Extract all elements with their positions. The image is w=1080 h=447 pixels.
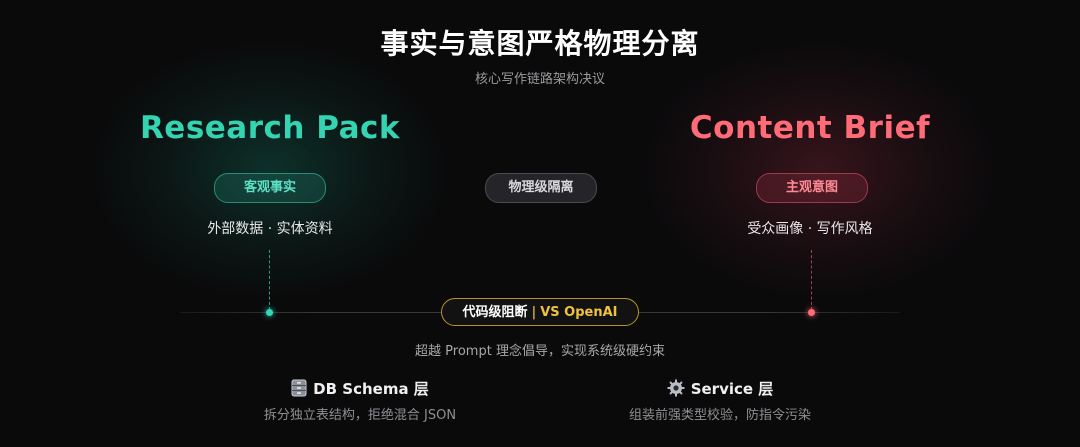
objective-facts-pill: 客观事实 xyxy=(214,173,326,203)
db-schema-layer-description: 拆分独立表结构，拒绝混合 JSON xyxy=(263,408,457,423)
code-block-badge: 代码级阻断|VS OpenAI xyxy=(441,298,639,326)
left-connector xyxy=(269,250,270,310)
page-subtitle: 核心写作链路架构决议 xyxy=(474,72,605,87)
gear-icon xyxy=(667,379,685,397)
subjective-intent-pill: 主观意图 xyxy=(756,173,868,203)
service-layer-description: 组装前强类型校验，防指令污染 xyxy=(628,408,811,423)
badge-label: 代码级阻断 xyxy=(462,305,528,320)
badge-comparison: VS OpenAI xyxy=(540,305,618,320)
caption: 超越 Prompt 理念倡导，实现系统级硬约束 xyxy=(415,344,665,359)
research-pack-heading: Research Pack xyxy=(139,110,401,146)
right-node-dot xyxy=(808,309,815,316)
page-title: 事实与意图严格物理分离 xyxy=(380,27,700,60)
content-brief-heading: Content Brief xyxy=(689,110,931,146)
service-layer-label: Service 层 xyxy=(690,380,774,398)
content-brief-description: 受众画像 · 写作风格 xyxy=(747,221,873,237)
right-glow xyxy=(640,40,1000,300)
db-schema-layer-label: DB Schema 层 xyxy=(313,380,429,398)
db-schema-layer-title: DB Schema 层 xyxy=(230,378,490,399)
service-layer-title: Service 层 xyxy=(590,378,850,399)
left-glow xyxy=(90,40,450,300)
research-pack-description: 外部数据 · 实体资料 xyxy=(207,221,333,237)
badge-separator: | xyxy=(531,305,537,320)
physical-isolation-pill: 物理级隔离 xyxy=(485,173,597,203)
left-node-dot xyxy=(266,309,273,316)
right-connector xyxy=(811,250,812,310)
file-cabinet-icon xyxy=(291,379,307,397)
